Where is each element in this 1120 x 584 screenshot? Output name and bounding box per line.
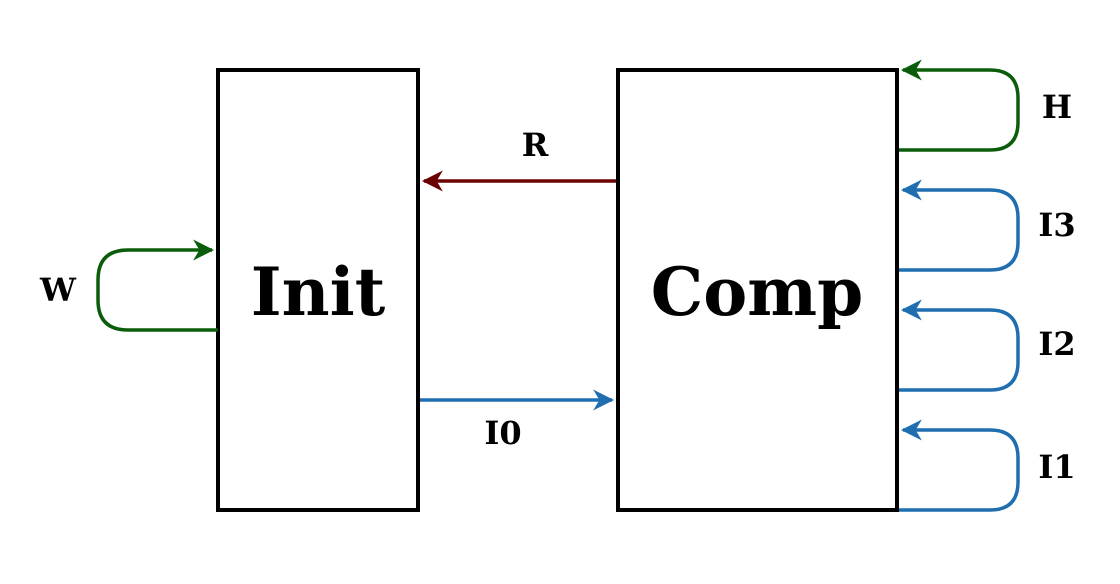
edge-i0: I0 bbox=[420, 389, 615, 452]
init-box bbox=[216, 68, 420, 512]
edge-i3: I3 bbox=[899, 179, 1076, 272]
edge-w-label: W bbox=[39, 271, 77, 309]
edge-w: W bbox=[39, 239, 218, 332]
edge-i1-label: I1 bbox=[1038, 448, 1075, 486]
edge-i1-arrow bbox=[899, 419, 1020, 512]
edge-i3-arrow bbox=[899, 179, 1020, 272]
comp-box bbox=[616, 68, 899, 512]
edge-h: H bbox=[899, 59, 1072, 152]
init-label: Init bbox=[251, 253, 386, 331]
edge-r: R bbox=[421, 126, 616, 192]
edge-r-label: R bbox=[522, 126, 549, 164]
edge-i2-label: I2 bbox=[1038, 325, 1075, 363]
init-node: Init bbox=[216, 68, 420, 512]
edge-h-arrow bbox=[899, 59, 1020, 152]
comp-label: Comp bbox=[651, 253, 864, 331]
edge-i1: I1 bbox=[899, 419, 1076, 512]
edge-i3-label: I3 bbox=[1038, 206, 1075, 244]
edge-i0-label: I0 bbox=[484, 414, 521, 452]
edge-i2: I2 bbox=[899, 299, 1076, 392]
edge-i2-arrow bbox=[899, 299, 1020, 392]
comp-node: Comp bbox=[616, 68, 899, 512]
edge-w-arrow bbox=[96, 239, 218, 332]
edge-h-label: H bbox=[1042, 88, 1072, 126]
